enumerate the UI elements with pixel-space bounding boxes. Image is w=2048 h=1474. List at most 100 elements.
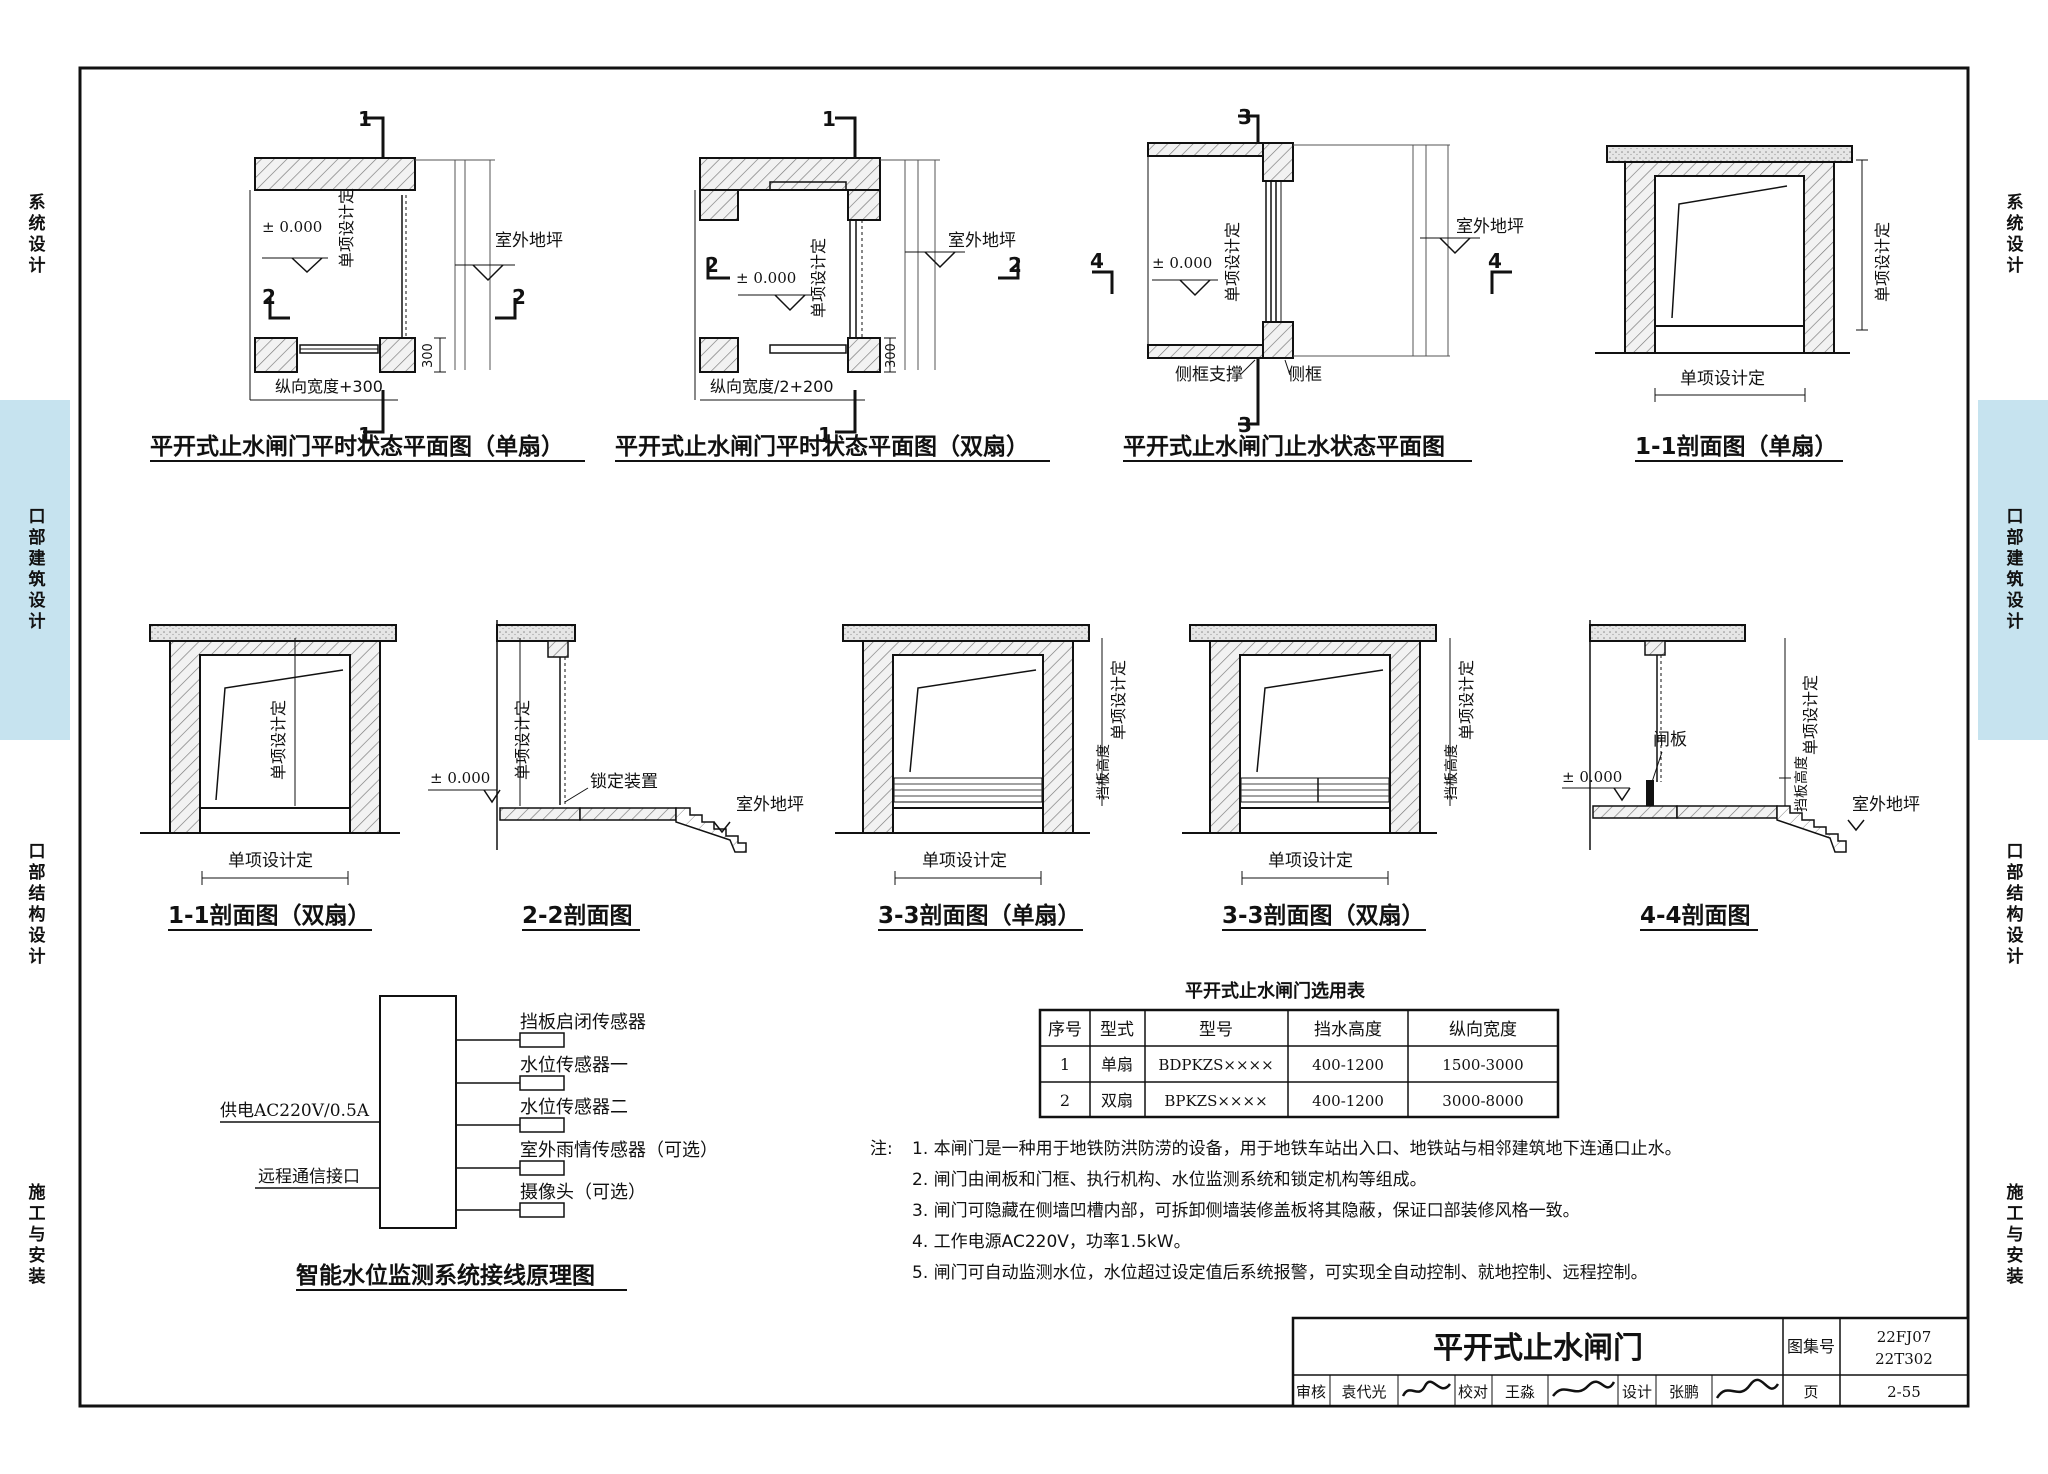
wiring-diagram: 供电AC220V/0.5A 远程通信接口 挡板启闭传感器 水位传感器一 水位传感… — [220, 995, 718, 1291]
section-2-2: 单项设计定 ± 0.000 锁定装置 室外地坪 2-2剖面图 — [428, 620, 804, 931]
elevation-label: ± 0.000 — [1152, 254, 1212, 272]
sidebar-item-entrance-architecture[interactable]: 口部建筑设计 — [1978, 400, 2048, 740]
sensor-terminal — [519, 1160, 565, 1176]
sidebar-item-system-design[interactable]: 系统设计 — [0, 70, 70, 400]
section-1-1-double: 单项设计定 单项设计定 1-1剖面图（双扇） — [140, 624, 400, 931]
view-title: 1-1剖面图（单扇） — [1635, 433, 1838, 460]
section-mark-2: 2 — [512, 285, 526, 309]
notes-prefix: 注: — [870, 1139, 893, 1159]
frame-label: 侧框 — [1288, 365, 1322, 385]
design-label: 单项设计定 — [1457, 660, 1476, 740]
note-item: 1. 本闸门是一种用于地铁防洪防涝的设备，用于地铁车站出入口、地铁站与相邻建筑地… — [912, 1139, 1682, 1159]
design-label: 单项设计定 — [1801, 675, 1820, 755]
width-label: 单项设计定 — [1680, 369, 1765, 389]
atlas-no: 22T302 — [1875, 1350, 1933, 1368]
sidebar-item-label: 口部结构设计 — [24, 842, 45, 968]
table-cell: BPKZS×××× — [1164, 1092, 1267, 1110]
reviewer-signature — [1401, 1380, 1452, 1397]
design-label: 单项设计定 — [513, 700, 532, 780]
sidebar-item-label: 施工与安装 — [24, 1182, 45, 1288]
page-label: 页 — [1803, 1383, 1818, 1401]
table-cell: BDPKZS×××× — [1158, 1056, 1273, 1074]
sensor-label: 室外雨情传感器（可选） — [520, 1140, 718, 1161]
design-label: 单项设计定 — [1109, 660, 1128, 740]
outdoor-ground-label: 室外地坪 — [948, 231, 1016, 251]
sidebar-item-system-design[interactable]: 系统设计 — [1978, 70, 2048, 400]
sensor-terminal — [519, 1032, 565, 1048]
design-label: 单项设计定 — [1873, 222, 1892, 302]
sensor-label: 挡板启闭传感器 — [520, 1012, 646, 1033]
section-mark-3: 3 — [1238, 105, 1252, 129]
design-role-label: 设计 — [1622, 1383, 1652, 1401]
view-title: 平开式止水闸门平时状态平面图（双扇） — [615, 433, 1029, 460]
note-item: 2. 闸门由闸板和门框、执行机构、水位监测系统和锁定机构等组成。 — [912, 1170, 1427, 1190]
view-title: 平开式止水闸门平时状态平面图（单扇） — [150, 433, 564, 460]
sidebar-item-label: 口部建筑设计 — [2002, 507, 2023, 633]
view-title: 3-3剖面图（单扇） — [878, 902, 1081, 929]
block-height-label: 挡板高度 — [1095, 744, 1112, 800]
plan-single-leaf: 1 1 2 2 ± 0.000 单项设计定 室外地坪 300 纵向宽度+300 … — [150, 107, 585, 462]
drawing-title: 平开式止水闸门 — [1433, 1331, 1643, 1366]
sheet-border — [78, 66, 1970, 1408]
table-title: 平开式止水闸门选用表 — [1185, 980, 1366, 1002]
elevation-label: ± 0.000 — [430, 769, 490, 787]
design-label: 单项设计定 — [1223, 222, 1242, 302]
table-cell: 3000-8000 — [1442, 1092, 1523, 1110]
frame-support-label: 侧框支撑 — [1175, 365, 1243, 385]
sidebar-item-entrance-structure[interactable]: 口部结构设计 — [0, 740, 70, 1070]
table-cell: 400-1200 — [1312, 1092, 1384, 1110]
section-mark-4: 4 — [1090, 249, 1104, 273]
section-mark-1: 1 — [358, 107, 372, 131]
elevation-label: ± 0.000 — [736, 269, 796, 287]
checker-signature — [1552, 1380, 1616, 1397]
outdoor-ground-label: 室外地坪 — [495, 231, 563, 251]
table-cell: 双扇 — [1101, 1091, 1133, 1110]
design-label: 单项设计定 — [337, 188, 356, 268]
section-mark-1: 1 — [822, 107, 836, 131]
sensor-label: 水位传感器二 — [520, 1097, 628, 1118]
designer-signature — [1715, 1378, 1780, 1399]
width-dim-label: 纵向宽度+300 — [275, 377, 383, 396]
note-item: 3. 闸门可隐藏在侧墙凹槽内部，可拆卸侧墙装修盖板将其隐蔽，保证口部装修风格一致… — [912, 1201, 1580, 1221]
outdoor-ground-label: 室外地坪 — [1852, 795, 1920, 815]
sidebar-item-label: 口部建筑设计 — [24, 507, 45, 633]
section-4-4: 单项设计定 挡板高度 ± 0.000 闸板 室外地坪 4-4剖面图 — [1562, 620, 1920, 931]
reviewer-name: 袁代光 — [1341, 1383, 1386, 1401]
section-mark-2: 2 — [705, 253, 719, 277]
sidebar-item-entrance-architecture[interactable]: 口部建筑设计 — [0, 400, 70, 740]
lock-device-label: 锁定装置 — [590, 772, 658, 792]
atlas-no-label: 图集号 — [1787, 1337, 1835, 1356]
sidebar-item-construction[interactable]: 施工与安装 — [0, 1070, 70, 1400]
table-cell: 1 — [1060, 1055, 1070, 1074]
note-item: 5. 闸门可自动监测水位，水位超过设定值后系统报警，可实现全自动控制、就地控制、… — [912, 1263, 1648, 1283]
gate-plate-label: 闸板 — [1653, 730, 1687, 750]
controller-box — [379, 995, 457, 1229]
section-mark-1: 1 — [358, 423, 372, 447]
section-mark-2: 2 — [262, 285, 276, 309]
designer-name: 张鹏 — [1669, 1383, 1699, 1401]
check-label: 校对 — [1458, 1383, 1488, 1401]
plan-water-stop: 3 3 4 4 ± 0.000 单项设计定 室外地坪 侧框支撑 侧框 平开式止水… — [1090, 105, 1524, 462]
sensor-label: 摄像头（可选） — [520, 1182, 646, 1203]
width-dim-label: 纵向宽度/2+200 — [710, 377, 834, 396]
review-label: 审核 — [1296, 1383, 1326, 1401]
title-block: 平开式止水闸门 图集号 22FJ07 22T302 审核 袁代光 校对 王淼 设… — [1291, 1316, 1970, 1408]
sidebar-item-construction[interactable]: 施工与安装 — [1978, 1070, 2048, 1400]
table-header: 纵向宽度 — [1449, 1020, 1517, 1040]
view-title: 智能水位监测系统接线原理图 — [296, 1262, 595, 1289]
sidebar-item-label: 系统设计 — [2002, 193, 2023, 277]
section-3-3-double: 单项设计定 挡板高度 单项设计定 3-3剖面图（双扇） — [1182, 624, 1476, 931]
note-item: 4. 工作电源AC220V，功率1.5kW。 — [912, 1232, 1191, 1252]
table-header: 型式 — [1100, 1020, 1134, 1040]
view-title: 1-1剖面图（双扇） — [168, 902, 371, 929]
section-1-1-single: 单项设计定 单项设计定 1-1剖面图（单扇） — [1595, 145, 1892, 462]
section-mark-2: 2 — [1008, 253, 1022, 277]
design-label: 单项设计定 — [269, 700, 288, 780]
dim-label: 300 — [421, 343, 436, 368]
width-label: 单项设计定 — [922, 851, 1007, 871]
section-mark-3: 3 — [1238, 413, 1252, 437]
section-3-3-single: 单项设计定 挡板高度 单项设计定 3-3剖面图（单扇） — [835, 624, 1128, 931]
atlas-no: 22FJ07 — [1877, 1328, 1932, 1346]
sidebar-item-entrance-structure[interactable]: 口部结构设计 — [1978, 740, 2048, 1070]
block-height-label: 挡板高度 — [1793, 756, 1810, 812]
